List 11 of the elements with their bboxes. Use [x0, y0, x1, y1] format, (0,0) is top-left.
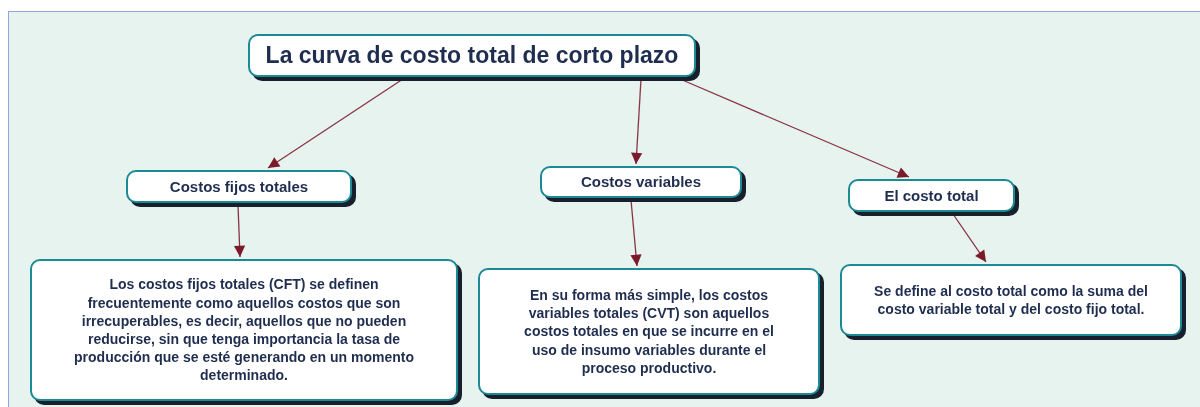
concept-label: El costo total: [884, 185, 979, 206]
arrow: [631, 78, 643, 165]
title-text: La curva de costo total de corto plazo: [265, 40, 679, 70]
concept-label: Costos variables: [580, 172, 702, 192]
definition-text: En su forma más simple, los costos variables totales (CVT) son aquellos costos totales en que se incurre en el uso de insumo variables durante el proceso productivo.: [523, 286, 775, 377]
arrow: [233, 204, 246, 258]
definition-text: Los costos fijos totales (CFT) se definen frecuentemente como aquellos costos que son irrecuperables, es decir, aquellos que no pueden reducirse, sin que tenga importancia la tasa de producción que se esté generando en un momento determinado.: [73, 275, 415, 385]
arrow: [630, 199, 642, 267]
arrow: [952, 213, 987, 263]
definition-text: Se define al costo total como la suma del costo variable total y del costo fijo total.: [873, 281, 1149, 319]
concept-label: Costos fijos totales: [169, 176, 309, 197]
